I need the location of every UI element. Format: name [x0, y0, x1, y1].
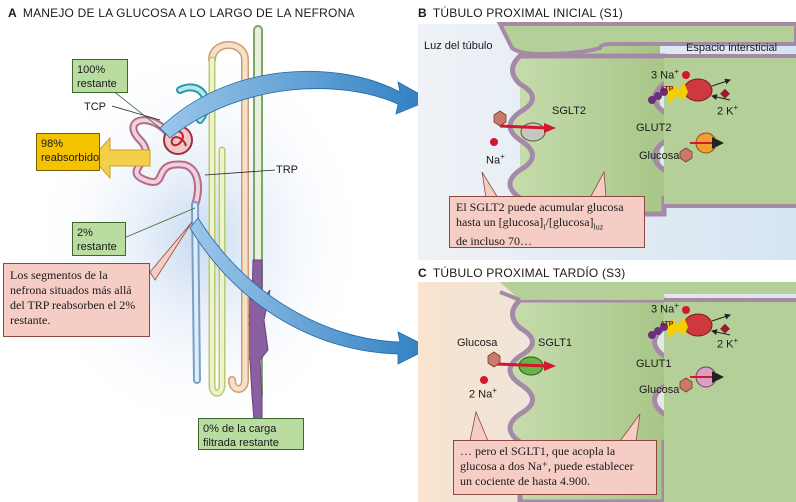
panel-a-letter: A [8, 6, 17, 20]
label-c-2k: 2 K+ [717, 336, 739, 351]
arrow-to-s3 [189, 217, 431, 365]
label-c-3na-text: 3 Na [651, 303, 675, 316]
panel-c-title-text: TÚBULO PROXIMAL TARDÍO (S3) [432, 266, 626, 280]
note-sglt2-line2b: /[glucosa] [545, 215, 594, 229]
panel-b-title-text: TÚBULO PROXIMAL INICIAL (S1) [432, 6, 623, 20]
label-c-glucose-right: Glucosa [639, 384, 680, 396]
label-b-3na: 3 Na+ [651, 67, 679, 82]
note-sglt2-line2a: hasta un [glucosa] [456, 215, 544, 229]
note-sglt1: … pero el SGLT1, que acopla la glucosa a… [453, 440, 657, 495]
note-sglt2-sub-i: i [543, 222, 546, 232]
leader-lines [111, 89, 276, 425]
panel-b-letter: B [418, 6, 427, 20]
note-sglt2-line1: El SGLT2 puede acumular glucosa [456, 200, 624, 214]
label-sglt1: SGLT1 [538, 337, 573, 349]
panel-c-letter: C [418, 266, 427, 280]
note-sglt1-line1: … pero el SGLT1, que acopla la [460, 444, 616, 458]
label-tcp: TCP [84, 101, 106, 113]
label-b-atp: ATP [660, 86, 674, 93]
label-b-2k-text: 2 K [717, 105, 734, 118]
panel-c-note-pointers [469, 410, 641, 442]
label-b-2k: 2 K+ [717, 103, 739, 118]
note-beyond-trp: Los segmentos de la nefrona situados más… [3, 263, 150, 337]
panel-c-title: C TÚBULO PROXIMAL TARDÍO (S3) [418, 266, 625, 280]
panel-a-title: A MANEJO DE LA GLUCOSA A LO LARGO DE LA N… [8, 6, 355, 20]
label-c-3na: 3 Na+ [651, 301, 679, 316]
note-sglt2-line2: hasta un [glucosa]i/[glucosa]luz [456, 215, 638, 234]
note-pointer [149, 221, 193, 281]
label-c-2k-text: 2 K [717, 338, 734, 351]
box-98-reabsorbed: 98% reabsorbido [36, 133, 100, 171]
label-sglt2: SGLT2 [552, 105, 587, 117]
label-c-glucose-left: Glucosa [457, 337, 498, 349]
label-trp: TRP [276, 164, 298, 176]
label-b-glucose: Glucosa [639, 150, 680, 162]
label-glut2: GLUT2 [636, 122, 672, 134]
label-c-2na-text: 2 Na [469, 388, 493, 401]
box-0-remaining: 0% de la carga filtrada restante [198, 418, 304, 450]
reabsorbed-arrow [91, 136, 151, 180]
note-sglt2-sub-luz: luz [593, 222, 604, 232]
label-lumen: Luz del túbulo [424, 40, 493, 52]
label-b-na: Na+ [486, 152, 505, 167]
label-c-2na: 2 Na+ [469, 386, 497, 401]
box-100-remaining: 100% restante [72, 59, 128, 93]
label-glut1: GLUT1 [636, 358, 672, 370]
label-b-3na-text: 3 Na [651, 69, 675, 82]
label-b-na-text: Na [486, 154, 501, 167]
note-sglt1-line3: un cociente de hasta 4.900. [460, 474, 590, 488]
box-2-remaining: 2% restante [72, 222, 126, 256]
note-sglt2-line3: de incluso 70… [456, 234, 532, 249]
label-c-atp: ATP [660, 321, 674, 328]
panel-b-title: B TÚBULO PROXIMAL INICIAL (S1) [418, 6, 623, 20]
note-sglt2: El SGLT2 puede acumular glucosa hasta un… [449, 196, 645, 248]
note-sglt1-line2: glucosa a dos Na⁺, puede establecer [460, 459, 634, 473]
label-interstitial: Espacio intersticial [686, 42, 778, 54]
panel-a-title-text: MANEJO DE LA GLUCOSA A LO LARGO DE LA NE… [22, 6, 355, 20]
